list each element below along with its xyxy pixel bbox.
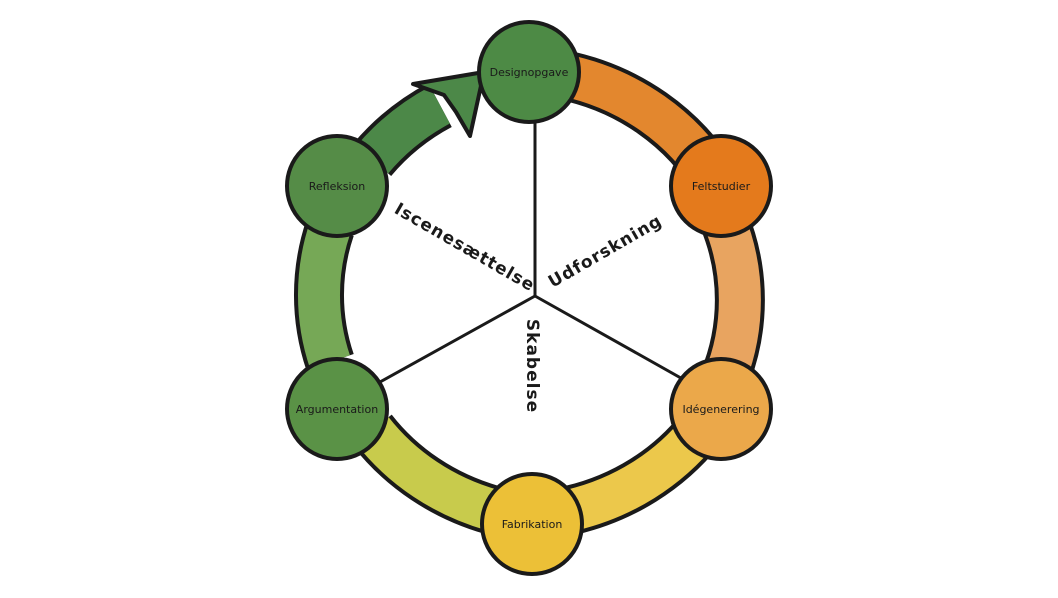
node-refleksion: Refleksion bbox=[285, 134, 389, 238]
node-label-designopgave: Designopgave bbox=[490, 66, 569, 79]
phase-label-iscenesaettelse: Iscenesættelse bbox=[391, 199, 539, 296]
node-label-argumentation: Argumentation bbox=[296, 403, 378, 416]
node-fabrikation: Fabrikation bbox=[480, 472, 584, 576]
node-label-feltstudier: Feltstudier bbox=[692, 180, 751, 193]
node-designopgave: Designopgave bbox=[477, 20, 581, 124]
arc-fabrikation-argumentation bbox=[355, 416, 499, 531]
node-feltstudier: Feltstudier bbox=[669, 134, 773, 238]
node-label-idegenerering: Idégenerering bbox=[682, 403, 759, 416]
arc-idegenerering-fabrikation bbox=[566, 416, 717, 531]
arc-refleksion-designopgave bbox=[355, 86, 451, 174]
node-label-refleksion: Refleksion bbox=[309, 180, 366, 193]
node-idegenerering: Idégenerering bbox=[669, 357, 773, 461]
phase-label-skabelse: Skabelse bbox=[522, 319, 542, 413]
arc-argumentation-refleksion bbox=[297, 221, 351, 369]
arrow-head-icon bbox=[411, 70, 486, 138]
node-argumentation: Argumentation bbox=[285, 357, 389, 461]
center-spokes bbox=[379, 108, 689, 384]
phase-label-udforskning: Udforskning bbox=[545, 211, 666, 292]
node-label-fabrikation: Fabrikation bbox=[502, 518, 563, 531]
arc-feltstudier-idegenerering bbox=[704, 212, 761, 388]
